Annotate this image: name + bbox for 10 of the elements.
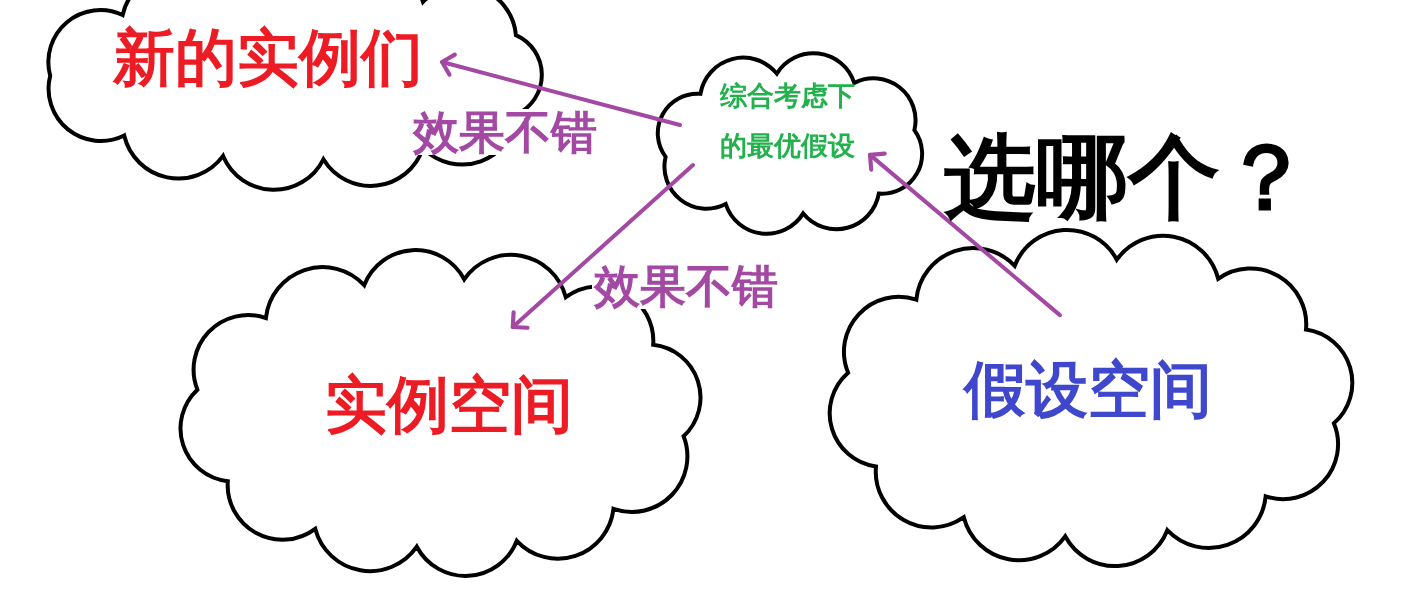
arrow	[867, 151, 1062, 318]
cloud-label: 新的实例们	[113, 23, 423, 93]
edge-label: 效果不错	[411, 109, 599, 155]
cloud-label: 实例空间	[325, 370, 573, 440]
edge-label: 效果不错	[592, 263, 780, 309]
cloud-label: 假设空间	[964, 355, 1212, 425]
arrow	[440, 52, 682, 127]
arrow	[510, 163, 695, 330]
question-text: 选哪个？	[944, 132, 1312, 224]
cloud-label: 综合考虑下的最优假设	[719, 79, 855, 163]
